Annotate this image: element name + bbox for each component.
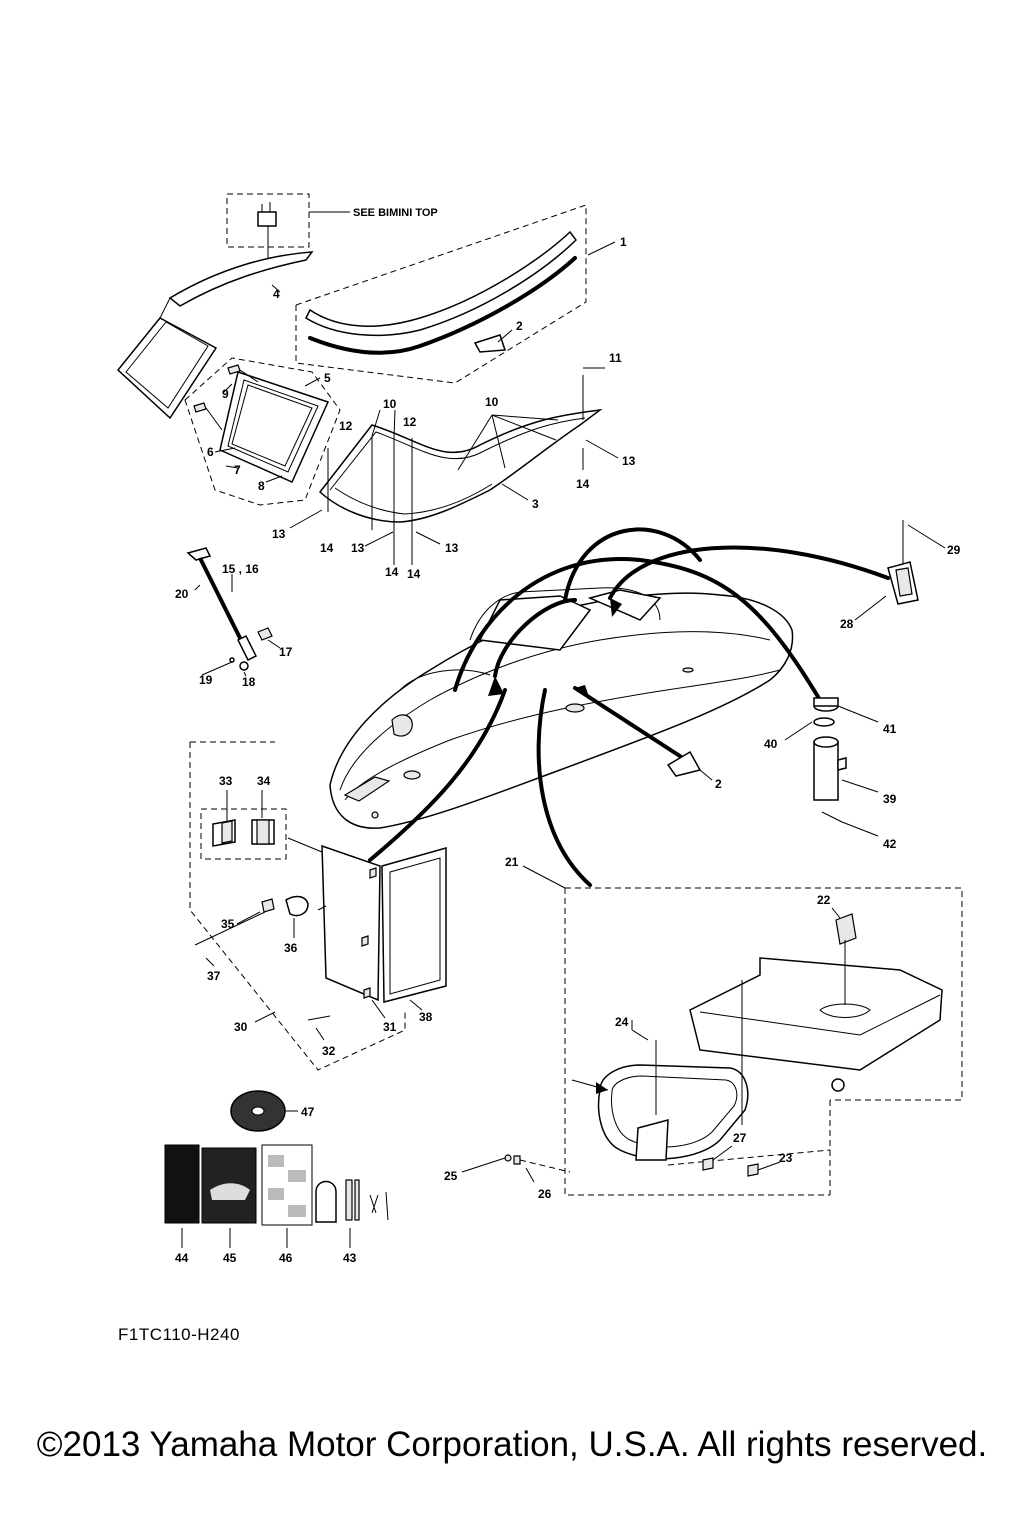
callout-27: 27	[733, 1131, 747, 1145]
side-window-group	[184, 357, 341, 506]
see-bimini-top-note: SEE BIMINI TOP	[353, 207, 438, 219]
callout-30: 30	[234, 1020, 248, 1034]
callout-2: 2	[516, 319, 523, 333]
callout-14-b: 14	[385, 565, 399, 579]
callout-46: 46	[279, 1251, 293, 1265]
storage-door-group	[189, 741, 447, 1071]
main-windshield-part	[318, 375, 603, 565]
callout-47: 47	[301, 1105, 315, 1119]
callout-10-left: 10	[383, 397, 397, 411]
bracket-part-28	[854, 520, 946, 621]
bracket-part-2	[666, 750, 713, 781]
callout-19: 19	[199, 673, 213, 687]
callout-15-16: 15 , 16	[222, 562, 259, 576]
callout-42: 42	[883, 837, 897, 851]
callout-17: 17	[279, 645, 293, 659]
callout-40: 40	[764, 737, 778, 751]
callout-21: 21	[505, 855, 519, 869]
callout-37: 37	[207, 969, 221, 983]
callout-24: 24	[615, 1015, 629, 1029]
callout-13-d: 13	[622, 454, 636, 468]
callout-3: 3	[532, 497, 539, 511]
callout-41: 41	[883, 722, 897, 736]
callout-29: 29	[947, 543, 961, 557]
callout-32: 32	[322, 1044, 336, 1058]
callout-14-c: 14	[407, 567, 421, 581]
callout-44: 44	[175, 1251, 189, 1265]
callout-31: 31	[383, 1020, 397, 1034]
callout-13-b: 13	[351, 541, 365, 555]
callout-45: 45	[223, 1251, 237, 1265]
callout-6: 6	[207, 445, 214, 459]
callout-34: 34	[257, 774, 271, 788]
top-trim-group	[295, 204, 587, 384]
accessories-group	[164, 1090, 389, 1248]
callout-13-c: 13	[445, 541, 459, 555]
callout-12-left: 12	[339, 419, 353, 433]
leader-lines	[194, 241, 619, 677]
strut-part	[186, 547, 273, 671]
callout-7: 7	[234, 463, 241, 477]
socket-parts-39-42	[784, 697, 879, 837]
callout-25: 25	[444, 1169, 458, 1183]
callout-33: 33	[219, 774, 233, 788]
pointer-lines	[368, 527, 890, 887]
callout-8: 8	[258, 479, 265, 493]
swim-platform-group	[461, 865, 963, 1196]
boat-hull-part	[329, 587, 794, 829]
callout-22: 22	[817, 893, 831, 907]
callout-13-a: 13	[272, 527, 286, 541]
callout-35: 35	[221, 917, 235, 931]
windshield-frame-part	[116, 251, 314, 420]
callout-39: 39	[883, 792, 897, 806]
callout-11: 11	[609, 351, 622, 365]
callout-12-right: 12	[403, 415, 417, 429]
callout-1: 1	[620, 235, 627, 249]
callout-14-a: 14	[320, 541, 334, 555]
bimini-fitting-group: SEE BIMINI TOP	[226, 193, 438, 262]
callout-2-lower: 2	[715, 777, 722, 791]
callout-23: 23	[779, 1151, 793, 1165]
callout-38: 38	[419, 1010, 433, 1024]
callout-20: 20	[175, 587, 189, 601]
callout-36: 36	[284, 941, 298, 955]
callout-4: 4	[273, 287, 280, 301]
callout-14-d: 14	[576, 477, 590, 491]
callout-18: 18	[242, 675, 256, 689]
callout-9: 9	[222, 387, 229, 401]
callout-5: 5	[324, 371, 331, 385]
callout-labels: 1 2 2 3 4 5 6 7 8 9 10 10 11 12 12 13 13…	[175, 235, 961, 1265]
callout-10-right: 10	[485, 395, 499, 409]
callout-43: 43	[343, 1251, 357, 1265]
callout-26: 26	[538, 1187, 552, 1201]
copyright-notice: ©2013 Yamaha Motor Corporation, U.S.A. A…	[36, 1425, 988, 1464]
callout-28: 28	[840, 617, 854, 631]
drawing-code: F1TC110-H240	[118, 1325, 240, 1344]
